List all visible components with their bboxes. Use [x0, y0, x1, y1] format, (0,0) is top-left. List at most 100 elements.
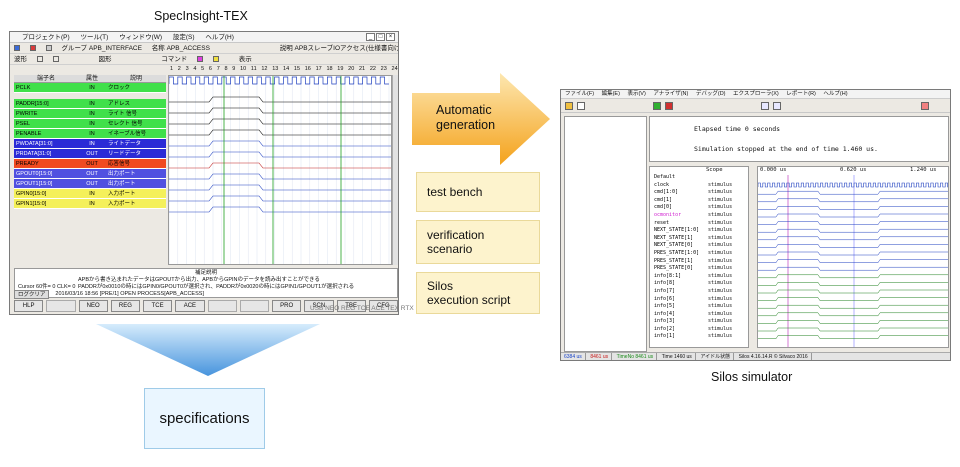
silos-signal-waveform: [758, 320, 948, 324]
silos-signal-row[interactable]: info[6]stimulus: [654, 296, 732, 304]
silos-signal-row[interactable]: NEXT_STATE[0]stimulus: [654, 242, 732, 250]
cycle-ruler: 1 2 3 4 5 6 7 8 9 10 11 12 13 14 15 16 1…: [170, 66, 399, 72]
color-magenta-icon[interactable]: [197, 56, 204, 63]
silos-signal-scope: stimulus: [708, 287, 733, 294]
cursor-icon[interactable]: [921, 102, 929, 110]
tab-pro[interactable]: PRO: [272, 300, 302, 312]
tab-tce[interactable]: TCE: [143, 300, 173, 312]
run-icon[interactable]: [653, 102, 661, 110]
signal-waveform: [169, 129, 391, 136]
zoom-in-icon[interactable]: [761, 102, 769, 110]
silos-signal-scope: stimulus: [708, 211, 733, 218]
shape-tools-label: 図形: [98, 56, 112, 63]
time-label-2: 1.240 us: [910, 167, 937, 173]
silos-signal-row[interactable]: info[4]stimulus: [654, 311, 732, 319]
silos-signal-row[interactable]: cmd[1:0]stimulus: [654, 189, 732, 197]
silos-signal-row[interactable]: Default: [654, 174, 732, 182]
silos-menu-help[interactable]: ヘルプ(H): [823, 91, 848, 97]
silos-signal-row[interactable]: cmd[0]stimulus: [654, 204, 732, 212]
silos-signal-scope: stimulus: [708, 265, 733, 272]
zoom-out-icon[interactable]: [773, 102, 781, 110]
group-field[interactable]: グループ APB_INTERFACE: [61, 45, 142, 52]
silos-signal-row[interactable]: NEXT_STATE[1]stimulus: [654, 235, 732, 243]
silos-menu-file[interactable]: ファイル(F): [565, 91, 595, 97]
silos-signal-row[interactable]: info[7]stimulus: [654, 288, 732, 296]
silos-menu-explorer[interactable]: エクスプローラ(X): [733, 91, 779, 97]
silos-signal-row[interactable]: info[8]stimulus: [654, 280, 732, 288]
minimize-icon[interactable]: _: [366, 33, 375, 41]
silos-signal-row[interactable]: info[2]stimulus: [654, 326, 732, 334]
menu-settings[interactable]: 設定(S): [172, 34, 195, 41]
silos-signal-row[interactable]: info[5]stimulus: [654, 303, 732, 311]
signal-name: PCLK: [14, 83, 78, 92]
silos-waveform-area[interactable]: 0.000 us 0.620 us 1.240 us: [757, 166, 949, 348]
close-icon[interactable]: ×: [386, 33, 395, 41]
process-name-field[interactable]: 名称 APB_ACCESS: [151, 45, 210, 52]
color-yellow-icon[interactable]: [212, 56, 219, 63]
stop-icon[interactable]: [665, 102, 673, 110]
save-icon[interactable]: [577, 102, 585, 110]
cursor-readout: Cursor 60件= 0 CLK= 0: [18, 284, 76, 290]
signal-waveform: [169, 162, 391, 169]
silos-signal-row[interactable]: info[8:1]stimulus: [654, 273, 732, 281]
delete-icon[interactable]: [29, 45, 36, 52]
menu-tools[interactable]: ツール(T): [80, 34, 109, 41]
silos-menu-view[interactable]: 表示(V): [627, 91, 646, 97]
silos-menu-debug[interactable]: デバッグ(D): [695, 91, 726, 97]
silos-signal-row[interactable]: info[1]stimulus: [654, 333, 732, 341]
silos-explorer-panel[interactable]: [564, 116, 647, 352]
open-folder-icon[interactable]: [565, 102, 573, 110]
tab-scn[interactable]: SCN: [304, 300, 334, 312]
tab-cfg[interactable]: CFG: [368, 300, 398, 312]
settings-icon[interactable]: [45, 45, 52, 52]
silos-signal-name: info[8:1]: [654, 272, 682, 279]
tab-reg[interactable]: REG: [110, 300, 140, 312]
silos-menu-analyzer[interactable]: アナライザ(N): [653, 91, 689, 97]
silos-signal-waveform: [758, 297, 948, 301]
silos-signal-scope: stimulus: [708, 234, 733, 241]
silos-signal-row[interactable]: info[3]stimulus: [654, 318, 732, 326]
process-desc-field[interactable]: 説明 APBスレーブIOアクセス(仕様書向け): [279, 45, 399, 52]
silos-signal-scope: stimulus: [708, 227, 733, 234]
tab-neo[interactable]: NEO: [78, 300, 108, 312]
silos-signal-row[interactable]: NEXT_STATE[1:0]stimulus: [654, 227, 732, 235]
maximize-icon[interactable]: □: [376, 33, 385, 41]
menu-project[interactable]: プロジェクト(P): [22, 34, 70, 41]
tab-tbe[interactable]: TBE: [336, 300, 366, 312]
silos-signal-row[interactable]: cmd[1]stimulus: [654, 197, 732, 205]
log-clear-button[interactable]: ログクリア: [14, 290, 50, 299]
silos-menu-edit[interactable]: 編集(E): [601, 91, 620, 97]
spec-waveform-area[interactable]: [168, 75, 392, 265]
tab-ace[interactable]: ACE: [175, 300, 205, 312]
silos-menu-report[interactable]: レポート(R): [786, 91, 816, 97]
silos-signal-row[interactable]: PRES_STATE[1]stimulus: [654, 258, 732, 266]
silos-signal-row[interactable]: PRES_STATE[1:0]stimulus: [654, 250, 732, 258]
silos-signal-scope: stimulus: [708, 181, 733, 188]
silos-signal-row[interactable]: PRES_STATE[0]stimulus: [654, 265, 732, 273]
silos-signal-waveform: [758, 213, 948, 218]
menu-window[interactable]: ウィンドウ(W): [119, 34, 163, 41]
spec-vertical-scrollbar[interactable]: [392, 75, 398, 265]
wave-high-icon[interactable]: [36, 56, 43, 63]
signal-description: イネーブル信号: [106, 129, 166, 138]
wave-low-icon[interactable]: [52, 56, 59, 63]
tab-hlp[interactable]: HLP: [14, 300, 44, 312]
new-icon[interactable]: [14, 45, 20, 52]
menu-help[interactable]: ヘルプ(H): [205, 34, 234, 41]
